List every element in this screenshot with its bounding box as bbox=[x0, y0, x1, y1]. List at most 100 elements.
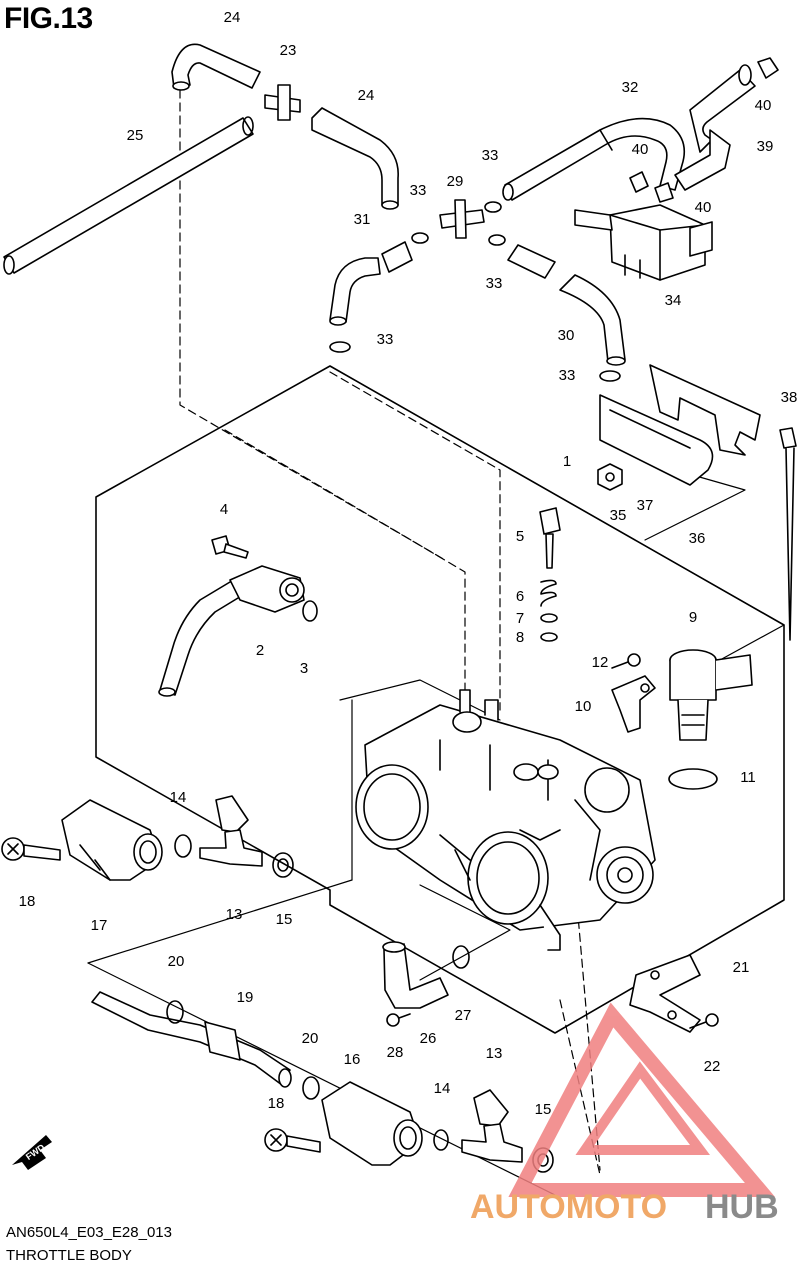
callout-20: 20 bbox=[302, 1030, 319, 1047]
part-33-clips bbox=[329, 201, 621, 382]
watermark-word-left: AUTOMOTO bbox=[470, 1188, 667, 1226]
callout-24: 24 bbox=[224, 9, 241, 26]
part-38-cable-tie bbox=[779, 427, 797, 641]
part-13-injector-a bbox=[199, 795, 263, 867]
part-8-oring bbox=[540, 632, 558, 642]
callout-34: 34 bbox=[665, 292, 682, 309]
part-20-oring-b bbox=[302, 1076, 320, 1100]
figure-name: THROTTLE BODY bbox=[6, 1247, 132, 1264]
part-29-t-fitting bbox=[439, 199, 485, 239]
callout-40: 40 bbox=[695, 199, 712, 216]
watermark-logo bbox=[508, 1002, 776, 1197]
callout-26: 26 bbox=[420, 1030, 437, 1047]
part-4-bolt bbox=[211, 535, 249, 559]
callout-33: 33 bbox=[377, 331, 394, 348]
part-14-oring-b bbox=[433, 1129, 449, 1151]
part-2-sensor bbox=[158, 565, 305, 697]
fwd-arrow-icon bbox=[12, 1135, 52, 1170]
part-30-hose bbox=[559, 274, 626, 366]
callout-13: 13 bbox=[486, 1045, 503, 1062]
callout-39: 39 bbox=[757, 138, 774, 155]
part-hose-short bbox=[507, 244, 556, 279]
callout-1: 1 bbox=[563, 453, 571, 470]
callout-33: 33 bbox=[559, 367, 576, 384]
part-18-bolt-a bbox=[1, 837, 61, 861]
figure-code: AN650L4_E03_E28_013 bbox=[6, 1224, 172, 1241]
callout-2: 2 bbox=[256, 642, 264, 659]
part-27-oring bbox=[452, 945, 470, 969]
callout-7: 7 bbox=[516, 610, 524, 627]
callout-22: 22 bbox=[704, 1058, 721, 1075]
part-10-bracket bbox=[611, 675, 656, 733]
callout-14: 14 bbox=[170, 789, 187, 806]
callout-18: 18 bbox=[268, 1095, 285, 1112]
callout-37: 37 bbox=[637, 497, 654, 514]
part-21-bracket bbox=[629, 954, 701, 1033]
callout-38: 38 bbox=[781, 389, 798, 406]
callout-14: 14 bbox=[434, 1080, 451, 1097]
part-13-injector-b bbox=[461, 1089, 523, 1163]
part-6-spring bbox=[540, 579, 557, 607]
callout-15: 15 bbox=[276, 911, 293, 928]
callout-24: 24 bbox=[358, 87, 375, 104]
part-39-hose bbox=[674, 64, 756, 191]
part-16-delivery bbox=[321, 1081, 423, 1166]
part-31-hose bbox=[329, 241, 413, 326]
callout-31: 31 bbox=[354, 211, 371, 228]
part-15-washer-a bbox=[272, 852, 294, 878]
part-14-oring-a bbox=[174, 834, 192, 858]
part-17-delivery bbox=[61, 799, 163, 881]
part-3-oring bbox=[302, 600, 318, 622]
part-34-valve bbox=[574, 204, 713, 281]
part-37-cover bbox=[599, 394, 714, 486]
callout-17: 17 bbox=[91, 917, 108, 934]
part-40-clamps bbox=[629, 57, 779, 203]
part-7-washer bbox=[540, 613, 558, 623]
figure-title: FIG.13 bbox=[4, 2, 93, 35]
callout-15: 15 bbox=[535, 1101, 552, 1118]
part-5-screw bbox=[539, 507, 561, 569]
part-9-sensor bbox=[669, 649, 753, 741]
callout-33: 33 bbox=[410, 182, 427, 199]
part-28-screw bbox=[386, 1013, 411, 1027]
part-25-hose bbox=[3, 116, 254, 275]
callout-30: 30 bbox=[558, 327, 575, 344]
part-12-screw bbox=[611, 653, 641, 669]
callout-10: 10 bbox=[575, 698, 592, 715]
callout-8: 8 bbox=[516, 629, 524, 646]
callout-18: 18 bbox=[19, 893, 36, 910]
callout-29: 29 bbox=[447, 173, 464, 190]
callout-25: 25 bbox=[127, 127, 144, 144]
throttle-body bbox=[355, 689, 656, 951]
callout-16: 16 bbox=[344, 1051, 361, 1068]
callout-33: 33 bbox=[482, 147, 499, 164]
callout-3: 3 bbox=[300, 660, 308, 677]
callout-9: 9 bbox=[689, 609, 697, 626]
part-35-nut bbox=[597, 463, 623, 491]
callout-27: 27 bbox=[455, 1007, 472, 1024]
part-18-bolt-b bbox=[264, 1128, 321, 1153]
callout-35: 35 bbox=[610, 507, 627, 524]
callout-40: 40 bbox=[632, 141, 649, 158]
part-23-t-joint bbox=[264, 84, 301, 121]
callout-6: 6 bbox=[516, 588, 524, 605]
callout-32: 32 bbox=[622, 79, 639, 96]
part-19-pipe bbox=[91, 991, 292, 1088]
callout-12: 12 bbox=[592, 654, 609, 671]
part-26-elbow bbox=[382, 941, 449, 1009]
upper-box-outline bbox=[329, 365, 785, 626]
callout-20: 20 bbox=[168, 953, 185, 970]
part-24-hose-a bbox=[171, 43, 261, 91]
part-22-bolt bbox=[689, 1013, 719, 1029]
callout-13: 13 bbox=[226, 906, 243, 923]
callout-5: 5 bbox=[516, 528, 524, 545]
callout-33: 33 bbox=[486, 275, 503, 292]
part-20-oring-a bbox=[166, 1000, 184, 1024]
callout-11: 11 bbox=[740, 769, 756, 786]
part-24-hose-b bbox=[311, 107, 399, 210]
watermark-word-right: HUB bbox=[705, 1188, 779, 1226]
part-36-bracket bbox=[649, 364, 761, 456]
callout-40: 40 bbox=[755, 97, 772, 114]
